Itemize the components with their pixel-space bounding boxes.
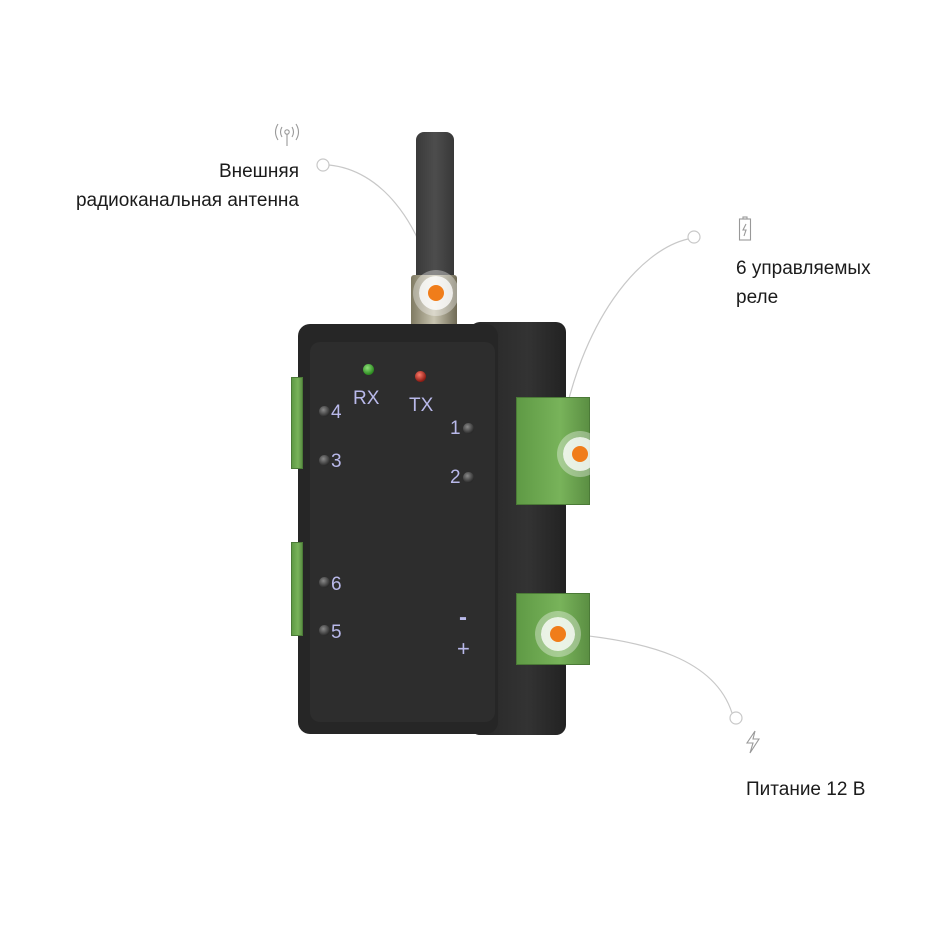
antenna-hotspot[interactable] bbox=[419, 276, 453, 310]
power-callout-label: Питание 12 В bbox=[746, 779, 866, 800]
left-terminal-top bbox=[291, 377, 303, 469]
rx-label: RX bbox=[353, 388, 380, 409]
relay-hotspot[interactable] bbox=[563, 437, 597, 471]
channel-label-2: 2 bbox=[450, 467, 461, 488]
tx-label: TX bbox=[409, 395, 434, 416]
antenna-signal-icon bbox=[274, 123, 300, 146]
relay-callout-line2: реле bbox=[736, 287, 779, 308]
relay-callout-line1: 6 управляемых bbox=[736, 258, 871, 279]
channel-led-6 bbox=[319, 577, 330, 588]
relay-callout-line bbox=[559, 238, 689, 441]
antenna-callout-line2: радиоканальная антенна bbox=[75, 190, 299, 211]
plus-label: + bbox=[457, 636, 470, 661]
channel-label-3: 3 bbox=[331, 451, 342, 472]
minus-label: - bbox=[459, 604, 467, 631]
left-terminal-bottom bbox=[291, 542, 303, 636]
channel-led-3 bbox=[319, 455, 330, 466]
power-hotspot[interactable] bbox=[541, 617, 575, 651]
power-callout-line bbox=[557, 632, 733, 714]
rx-led bbox=[363, 364, 374, 375]
antenna bbox=[416, 132, 454, 282]
relay-callout-dot bbox=[687, 230, 701, 244]
battery-charge-icon bbox=[738, 216, 752, 241]
channel-label-4: 4 bbox=[331, 402, 342, 423]
device-face bbox=[310, 342, 495, 722]
channel-led-4 bbox=[319, 406, 330, 417]
relay-callout-label: 6 управляемых реле bbox=[736, 254, 871, 312]
channel-label-6: 6 bbox=[331, 574, 342, 595]
lightning-icon bbox=[745, 730, 761, 754]
channel-led-1 bbox=[463, 423, 474, 434]
antenna-callout-line1: Внешняя bbox=[218, 161, 299, 182]
channel-led-5 bbox=[319, 625, 330, 636]
tx-led bbox=[415, 371, 426, 382]
power-callout-dot bbox=[729, 711, 743, 725]
antenna-callout-label: Внешняя радиоканальная антенна bbox=[76, 157, 299, 215]
channel-label-1: 1 bbox=[450, 418, 461, 439]
channel-label-5: 5 bbox=[331, 622, 342, 643]
channel-led-2 bbox=[463, 472, 474, 483]
